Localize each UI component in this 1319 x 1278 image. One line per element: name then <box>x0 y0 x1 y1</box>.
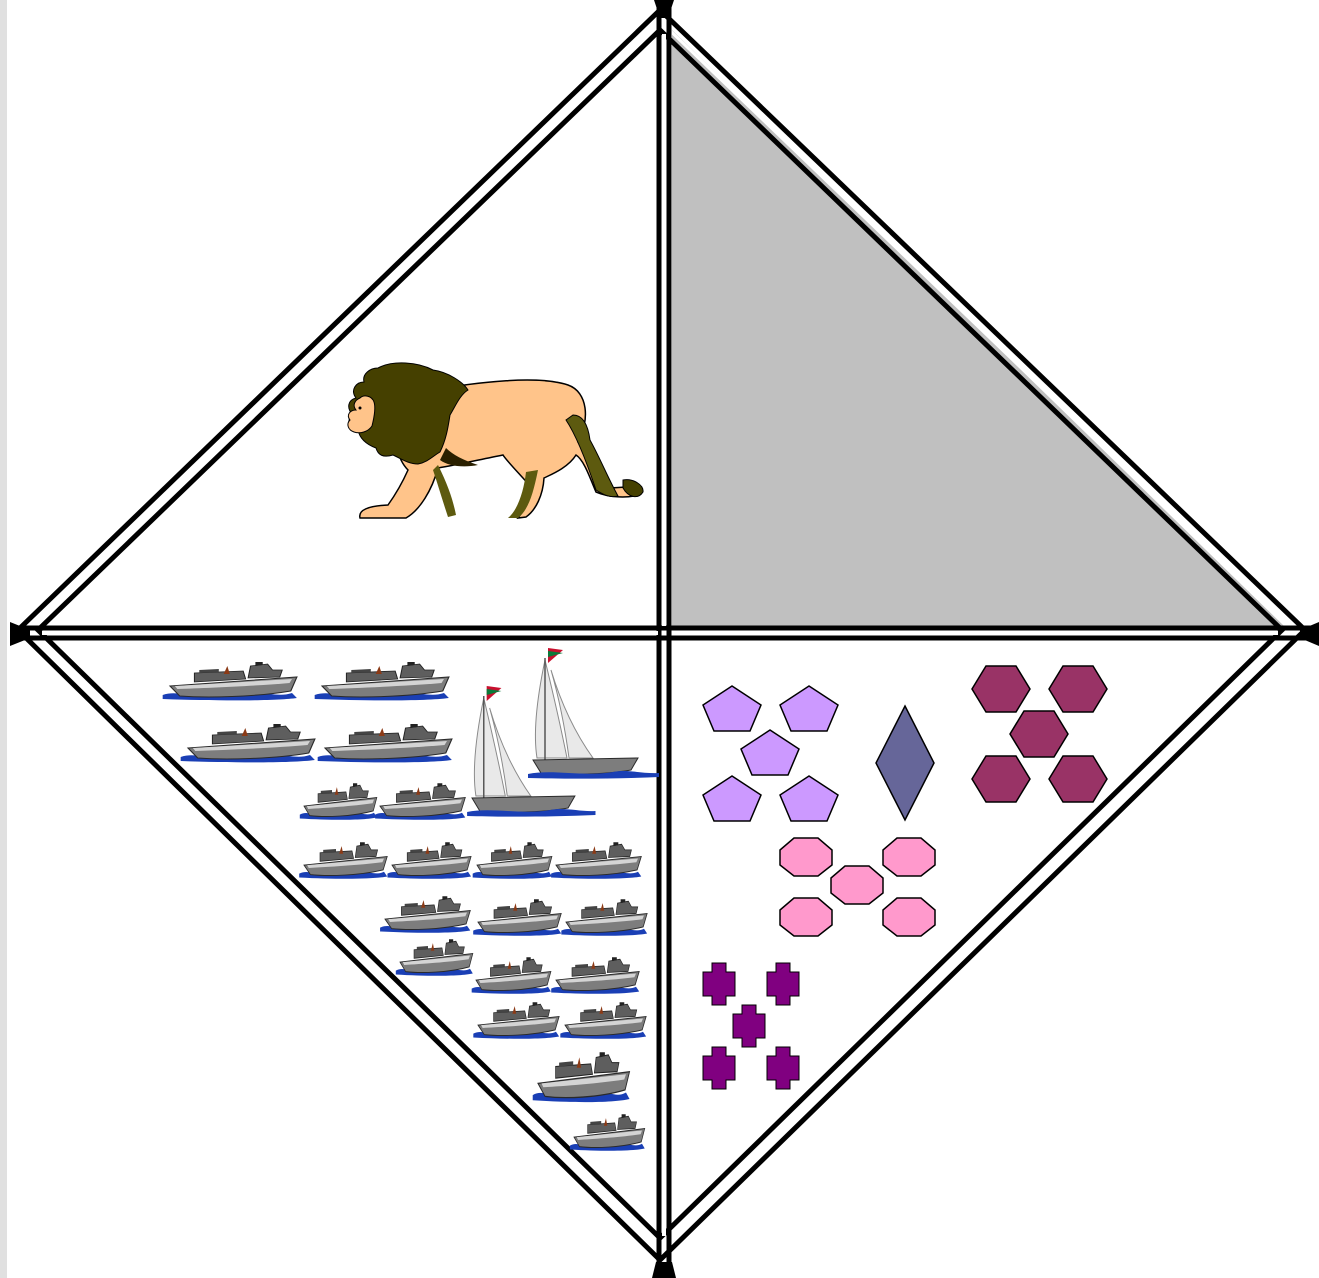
divider-gap-h2 <box>672 631 1278 635</box>
octagon-group <box>780 838 935 936</box>
ship-icon <box>396 939 473 975</box>
pentagon-shape <box>780 686 838 731</box>
ship-icon <box>473 1002 559 1038</box>
ship-icon <box>387 842 471 878</box>
cross-shape <box>767 963 799 1005</box>
hexagon-shape <box>1049 756 1107 802</box>
ship-icon <box>315 662 449 700</box>
pentagon-shape <box>780 776 838 821</box>
cross-group <box>703 963 799 1089</box>
ship-icon <box>181 724 315 762</box>
cross-shape <box>733 1005 765 1047</box>
octagon-shape <box>780 838 832 876</box>
octagon-shape <box>831 866 883 904</box>
cross-shape <box>703 963 735 1005</box>
hexagon-group <box>972 666 1107 802</box>
octagon-shape <box>780 898 832 936</box>
ship-icon <box>533 1052 630 1102</box>
cross-shape <box>767 1047 799 1089</box>
lion-icon <box>348 363 643 518</box>
cross-shape <box>703 1047 735 1089</box>
sailboat-group <box>467 648 659 817</box>
divider-gap-v2 <box>662 642 666 1236</box>
divider-gap-v <box>662 34 666 626</box>
ship-icon <box>375 783 465 819</box>
octagon-shape <box>883 898 935 936</box>
ship-icon <box>551 842 641 878</box>
ship-icon <box>473 842 552 878</box>
ship-icon <box>472 957 551 993</box>
pentagon-shape <box>741 730 799 775</box>
sailboat-icon <box>528 648 659 779</box>
ship-icon <box>570 1114 645 1150</box>
ship-icon <box>163 662 297 700</box>
end-cap-bottom <box>652 1262 676 1278</box>
ship-icon <box>560 1002 646 1038</box>
pentagon-shape <box>703 776 761 821</box>
ship-icon <box>380 896 470 932</box>
ship-icon <box>551 957 639 993</box>
hexagon-shape <box>1049 666 1107 712</box>
hexagon-shape <box>972 756 1030 802</box>
ship-icon <box>473 899 561 935</box>
ship-icon <box>561 899 647 935</box>
pentagon-shape <box>703 686 761 731</box>
hexagon-shape <box>1010 711 1068 757</box>
ship-icon <box>300 783 377 819</box>
divider-gap-h <box>42 631 658 635</box>
ship-icon <box>299 842 387 878</box>
hexagon-shape <box>972 666 1030 712</box>
ship-icon <box>318 724 452 762</box>
octagon-shape <box>883 838 935 876</box>
diamond-shape <box>876 706 934 820</box>
pentagon-group <box>703 686 838 821</box>
